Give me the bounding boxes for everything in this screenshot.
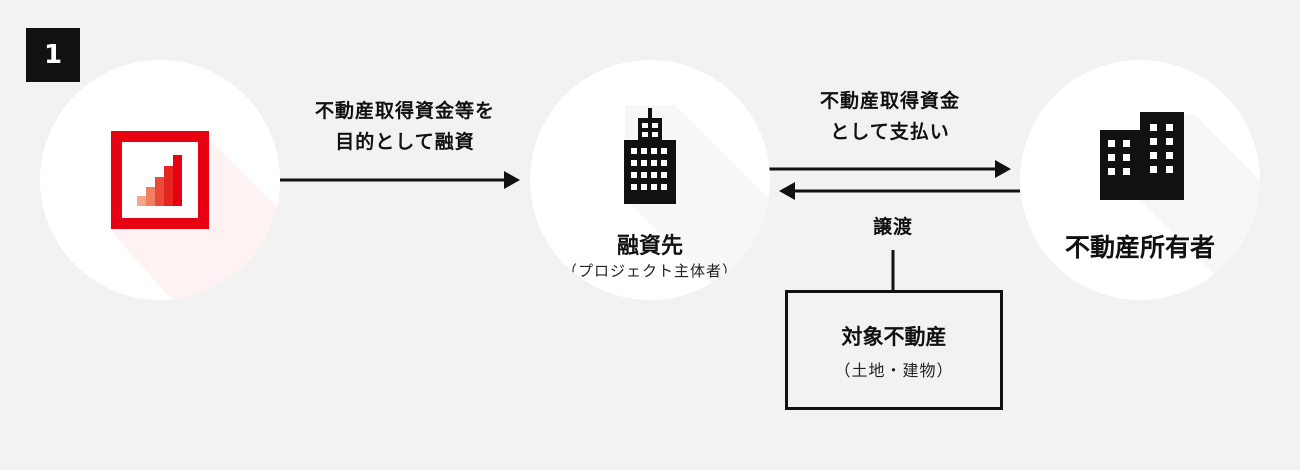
property-note: （土地・建物） [834,361,954,380]
borrower-node: 融資先 （プロジェクト主体者） [530,60,770,300]
payment-arrow-head [995,160,1011,178]
brand-logo-icon [111,131,209,229]
property-box: 対象不動産 （土地・建物） [785,290,1003,410]
property-title: 対象不動産 [841,325,947,349]
borrower-name: 融資先 [616,234,683,259]
payment-flow-label: 不動産取得資金 として支払い [770,86,1010,148]
borrower-note: （プロジェクト主体者） [561,262,738,280]
payment-flow-line1: 不動産取得資金 [819,90,960,112]
office-building-icon [624,108,676,204]
loan-arrow-head [504,171,520,189]
step-number-badge: 1 [26,28,80,82]
payment-flow-line2: として支払い [830,121,950,143]
owner-node: 不動産所有者 [1020,60,1260,300]
loan-flow-line1: 不動産取得資金等を [314,100,495,122]
buildings-icon [1100,112,1184,200]
loan-flow-label: 不動産取得資金等を 目的として融資 [280,96,530,158]
owner-name: 不動産所有者 [1064,233,1215,262]
transfer-flow-label: 譲渡 [872,216,913,238]
lender-node [40,60,280,300]
loan-flow-line2: 目的として融資 [335,131,475,153]
transfer-arrow-head [779,182,795,200]
